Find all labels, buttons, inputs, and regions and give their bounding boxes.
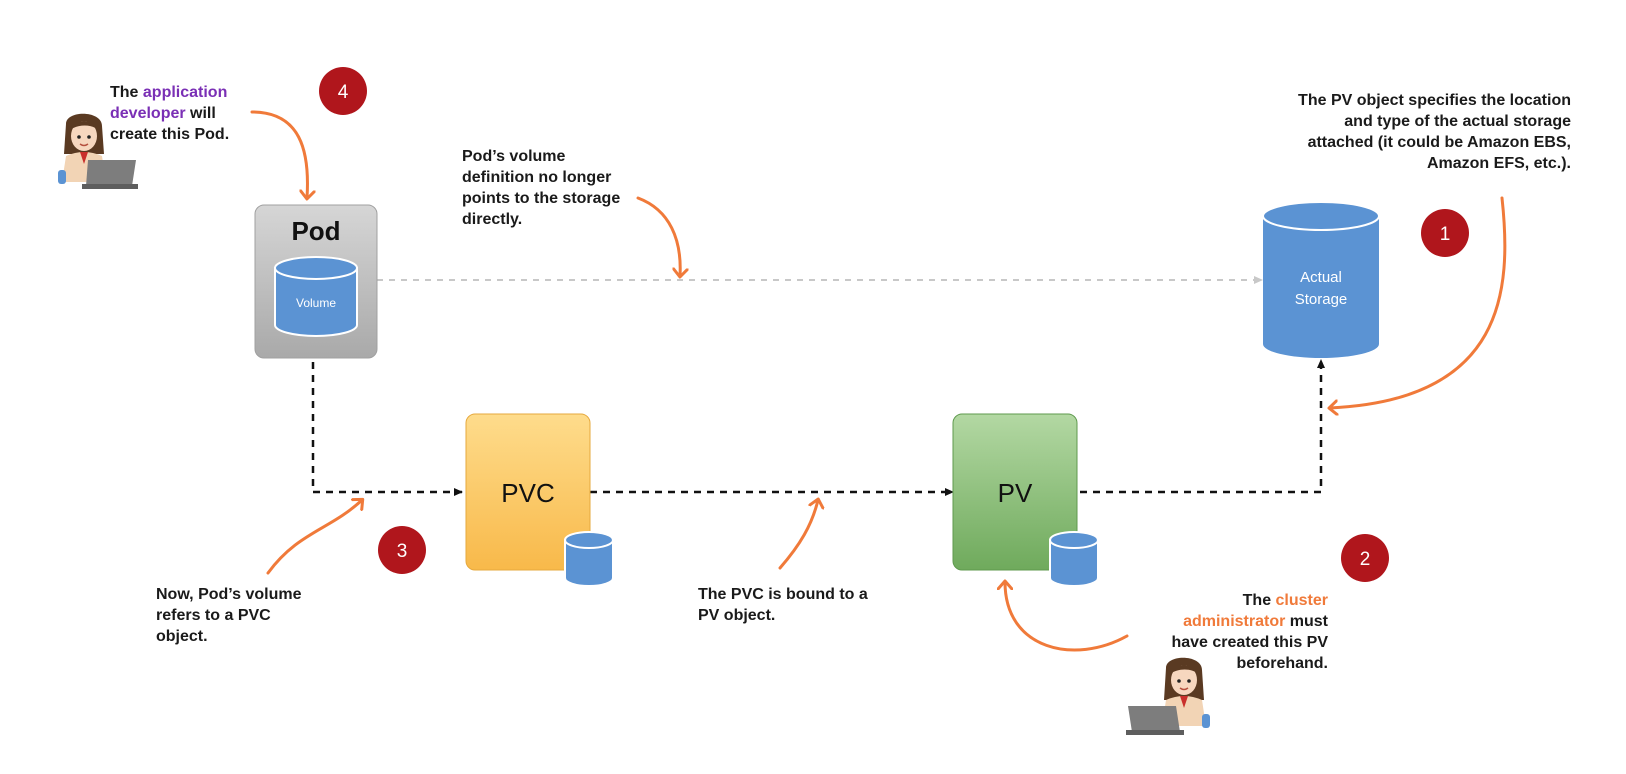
- note-developer: The application developer will create th…: [110, 84, 230, 143]
- volume-cylinder: Volume: [274, 256, 358, 337]
- actual-storage-label-2: Storage: [1295, 291, 1348, 308]
- note-pod-volume: Pod’s volume definition no longer points…: [462, 148, 621, 228]
- developer-avatar-icon: [58, 113, 138, 189]
- note-admin: The cluster administrator must have crea…: [1171, 592, 1328, 672]
- arrow-note-to-pod-pvc-link: [266, 500, 362, 575]
- note-bound: The PVC is bound to a PV object.: [698, 586, 868, 624]
- volume-label: Volume: [296, 296, 336, 310]
- note-pv-object: The PV object specifies the location and…: [1298, 92, 1571, 172]
- arrow-admin-to-pv: [1005, 582, 1129, 652]
- arrow-note-to-gray-link: [636, 196, 680, 276]
- arrow-note-to-pvc-pv-link: [778, 500, 818, 570]
- pod-label: Pod: [291, 216, 340, 246]
- pvc-cylinder-icon: [564, 531, 614, 587]
- pv-label: PV: [998, 478, 1033, 508]
- pvc-node: PVC: [465, 413, 591, 571]
- pv-node: PV: [952, 413, 1078, 571]
- step-badge-3: 3: [378, 526, 426, 574]
- pv-to-storage-link: [1080, 359, 1325, 494]
- svg-text:2: 2: [1360, 549, 1371, 570]
- step-badge-1: 1: [1421, 209, 1469, 257]
- pod-node: Pod Volume: [254, 204, 378, 359]
- administrator-avatar-icon: [1126, 657, 1210, 735]
- pv-cylinder-icon: [1049, 531, 1099, 587]
- pod-to-pvc-link: [311, 362, 463, 496]
- arrow-note-to-storage: [1330, 196, 1507, 408]
- svg-text:3: 3: [397, 541, 408, 562]
- svg-text:1: 1: [1440, 224, 1451, 245]
- actual-storage-cylinder: Actual Storage: [1262, 201, 1380, 358]
- svg-text:4: 4: [338, 82, 349, 103]
- pvc-label: PVC: [501, 478, 554, 508]
- actual-storage-label-1: Actual: [1300, 269, 1342, 286]
- step-badge-2: 2: [1341, 534, 1389, 582]
- note-refers-pvc: Now, Pod’s volume refers to a PVC object…: [156, 586, 302, 645]
- arrow-dev-to-pod: [250, 110, 307, 198]
- step-badge-4: 4: [319, 67, 367, 115]
